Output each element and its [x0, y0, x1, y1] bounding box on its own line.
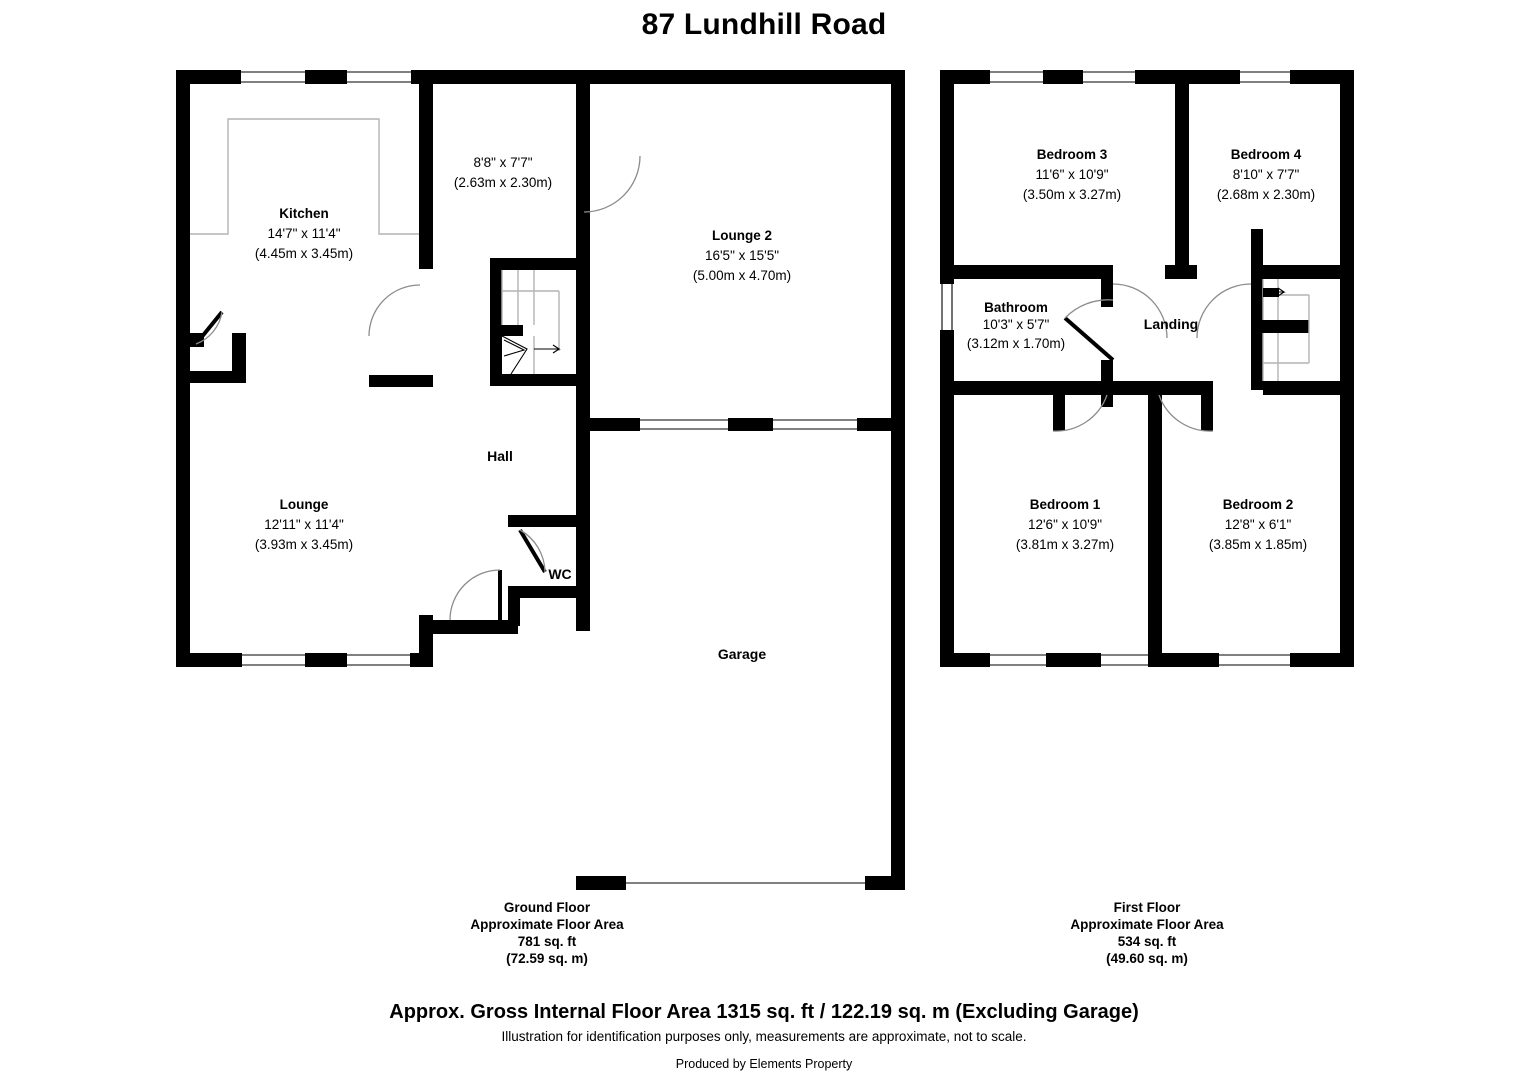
ground-floor-windows: [241, 71, 857, 666]
room-dim-bedroom3-imp: 11'6" x 10'9": [1035, 167, 1108, 182]
first-floor-plan: Bedroom 3 11'6" x 10'9" (3.50m x 3.27m) …: [940, 70, 1354, 966]
room-label-wc: WC: [548, 566, 571, 582]
ground-floor-walls: [176, 70, 905, 890]
room-dim-lounge-imp: 12'11" x 11'4": [264, 517, 344, 532]
room-dim-kitchen-met: (4.45m x 3.45m): [255, 246, 353, 261]
first-floor-caption: First Floor Approximate Floor Area 534 s…: [1070, 900, 1224, 966]
room-dim-utility-met: (2.63m x 2.30m): [454, 175, 552, 190]
first-floor-area-sqm: (49.60 sq. m): [1106, 951, 1188, 966]
room-dim-bathroom-met: (3.12m x 1.70m): [967, 336, 1065, 351]
room-label-bedroom3: Bedroom 3: [1037, 147, 1108, 162]
first-floor-label: First Floor: [1114, 900, 1181, 915]
room-dim-kitchen-imp: 14'7" x 11'4": [267, 226, 340, 241]
room-dim-bedroom1-met: (3.81m x 3.27m): [1016, 537, 1114, 552]
room-label-bathroom: Bathroom: [984, 300, 1048, 315]
kitchen-units: [190, 118, 419, 235]
ground-floor-label: Ground Floor: [504, 900, 591, 915]
ground-floor-plan: Kitchen 14'7" x 11'4" (4.45m x 3.45m) Lo…: [176, 70, 905, 966]
first-floor-windows: [941, 71, 1290, 666]
room-label-bedroom2: Bedroom 2: [1223, 497, 1294, 512]
ground-floor-area-sqm: (72.59 sq. m): [506, 951, 588, 966]
room-dim-bedroom2-imp: 12'8" x 6'1": [1225, 517, 1292, 532]
room-dim-bedroom4-met: (2.68m x 2.30m): [1217, 187, 1315, 202]
room-label-kitchen: Kitchen: [279, 206, 329, 221]
ground-floor-labels: Kitchen 14'7" x 11'4" (4.45m x 3.45m) Lo…: [255, 155, 791, 662]
room-label-landing: Landing: [1144, 316, 1198, 332]
first-floor-doors: [1052, 283, 1252, 432]
ground-floor-area-label: Approximate Floor Area: [470, 917, 624, 932]
first-floor-labels: Bedroom 3 11'6" x 10'9" (3.50m x 3.27m) …: [967, 147, 1315, 552]
first-floor-walls: [940, 70, 1354, 667]
room-label-hall: Hall: [487, 448, 513, 464]
room-dim-bathroom-imp: 10'3" x 5'7": [983, 317, 1050, 332]
footer: Approx. Gross Internal Floor Area 1315 s…: [389, 1001, 1138, 1071]
ground-floor-caption: Ground Floor Approximate Floor Area 781 …: [470, 900, 624, 966]
room-dim-lounge-met: (3.93m x 3.45m): [255, 537, 353, 552]
page-title: 87 Lundhill Road: [641, 8, 887, 41]
room-label-lounge: Lounge: [280, 497, 329, 512]
first-floor-area-sqft: 534 sq. ft: [1118, 934, 1177, 949]
first-floor-area-label: Approximate Floor Area: [1070, 917, 1224, 932]
room-dim-lounge2-imp: 16'5" x 15'5": [705, 248, 779, 263]
staircase-first: [1262, 279, 1310, 381]
room-dim-utility-imp: 8'8" x 7'7": [473, 155, 532, 170]
ground-floor-area-sqft: 781 sq. ft: [518, 934, 577, 949]
room-dim-bedroom3-met: (3.50m x 3.27m): [1023, 187, 1121, 202]
staircase-ground: [501, 270, 561, 375]
room-dim-bedroom4-imp: 8'10" x 7'7": [1233, 167, 1300, 182]
room-dim-bedroom1-imp: 12'6" x 10'9": [1028, 517, 1102, 532]
room-label-lounge2: Lounge 2: [712, 228, 772, 243]
room-dim-lounge2-met: (5.00m x 4.70m): [693, 268, 791, 283]
room-label-garage: Garage: [718, 646, 766, 662]
room-label-bedroom4: Bedroom 4: [1231, 147, 1302, 162]
room-dim-bedroom2-met: (3.85m x 1.85m): [1209, 537, 1307, 552]
ground-floor-doors: [194, 155, 641, 621]
disclaimer-text: Illustration for identification purposes…: [501, 1029, 1026, 1044]
gross-area-text: Approx. Gross Internal Floor Area 1315 s…: [389, 1001, 1138, 1023]
room-label-bedroom1: Bedroom 1: [1030, 497, 1101, 512]
producer-text: Produced by Elements Property: [676, 1057, 853, 1071]
